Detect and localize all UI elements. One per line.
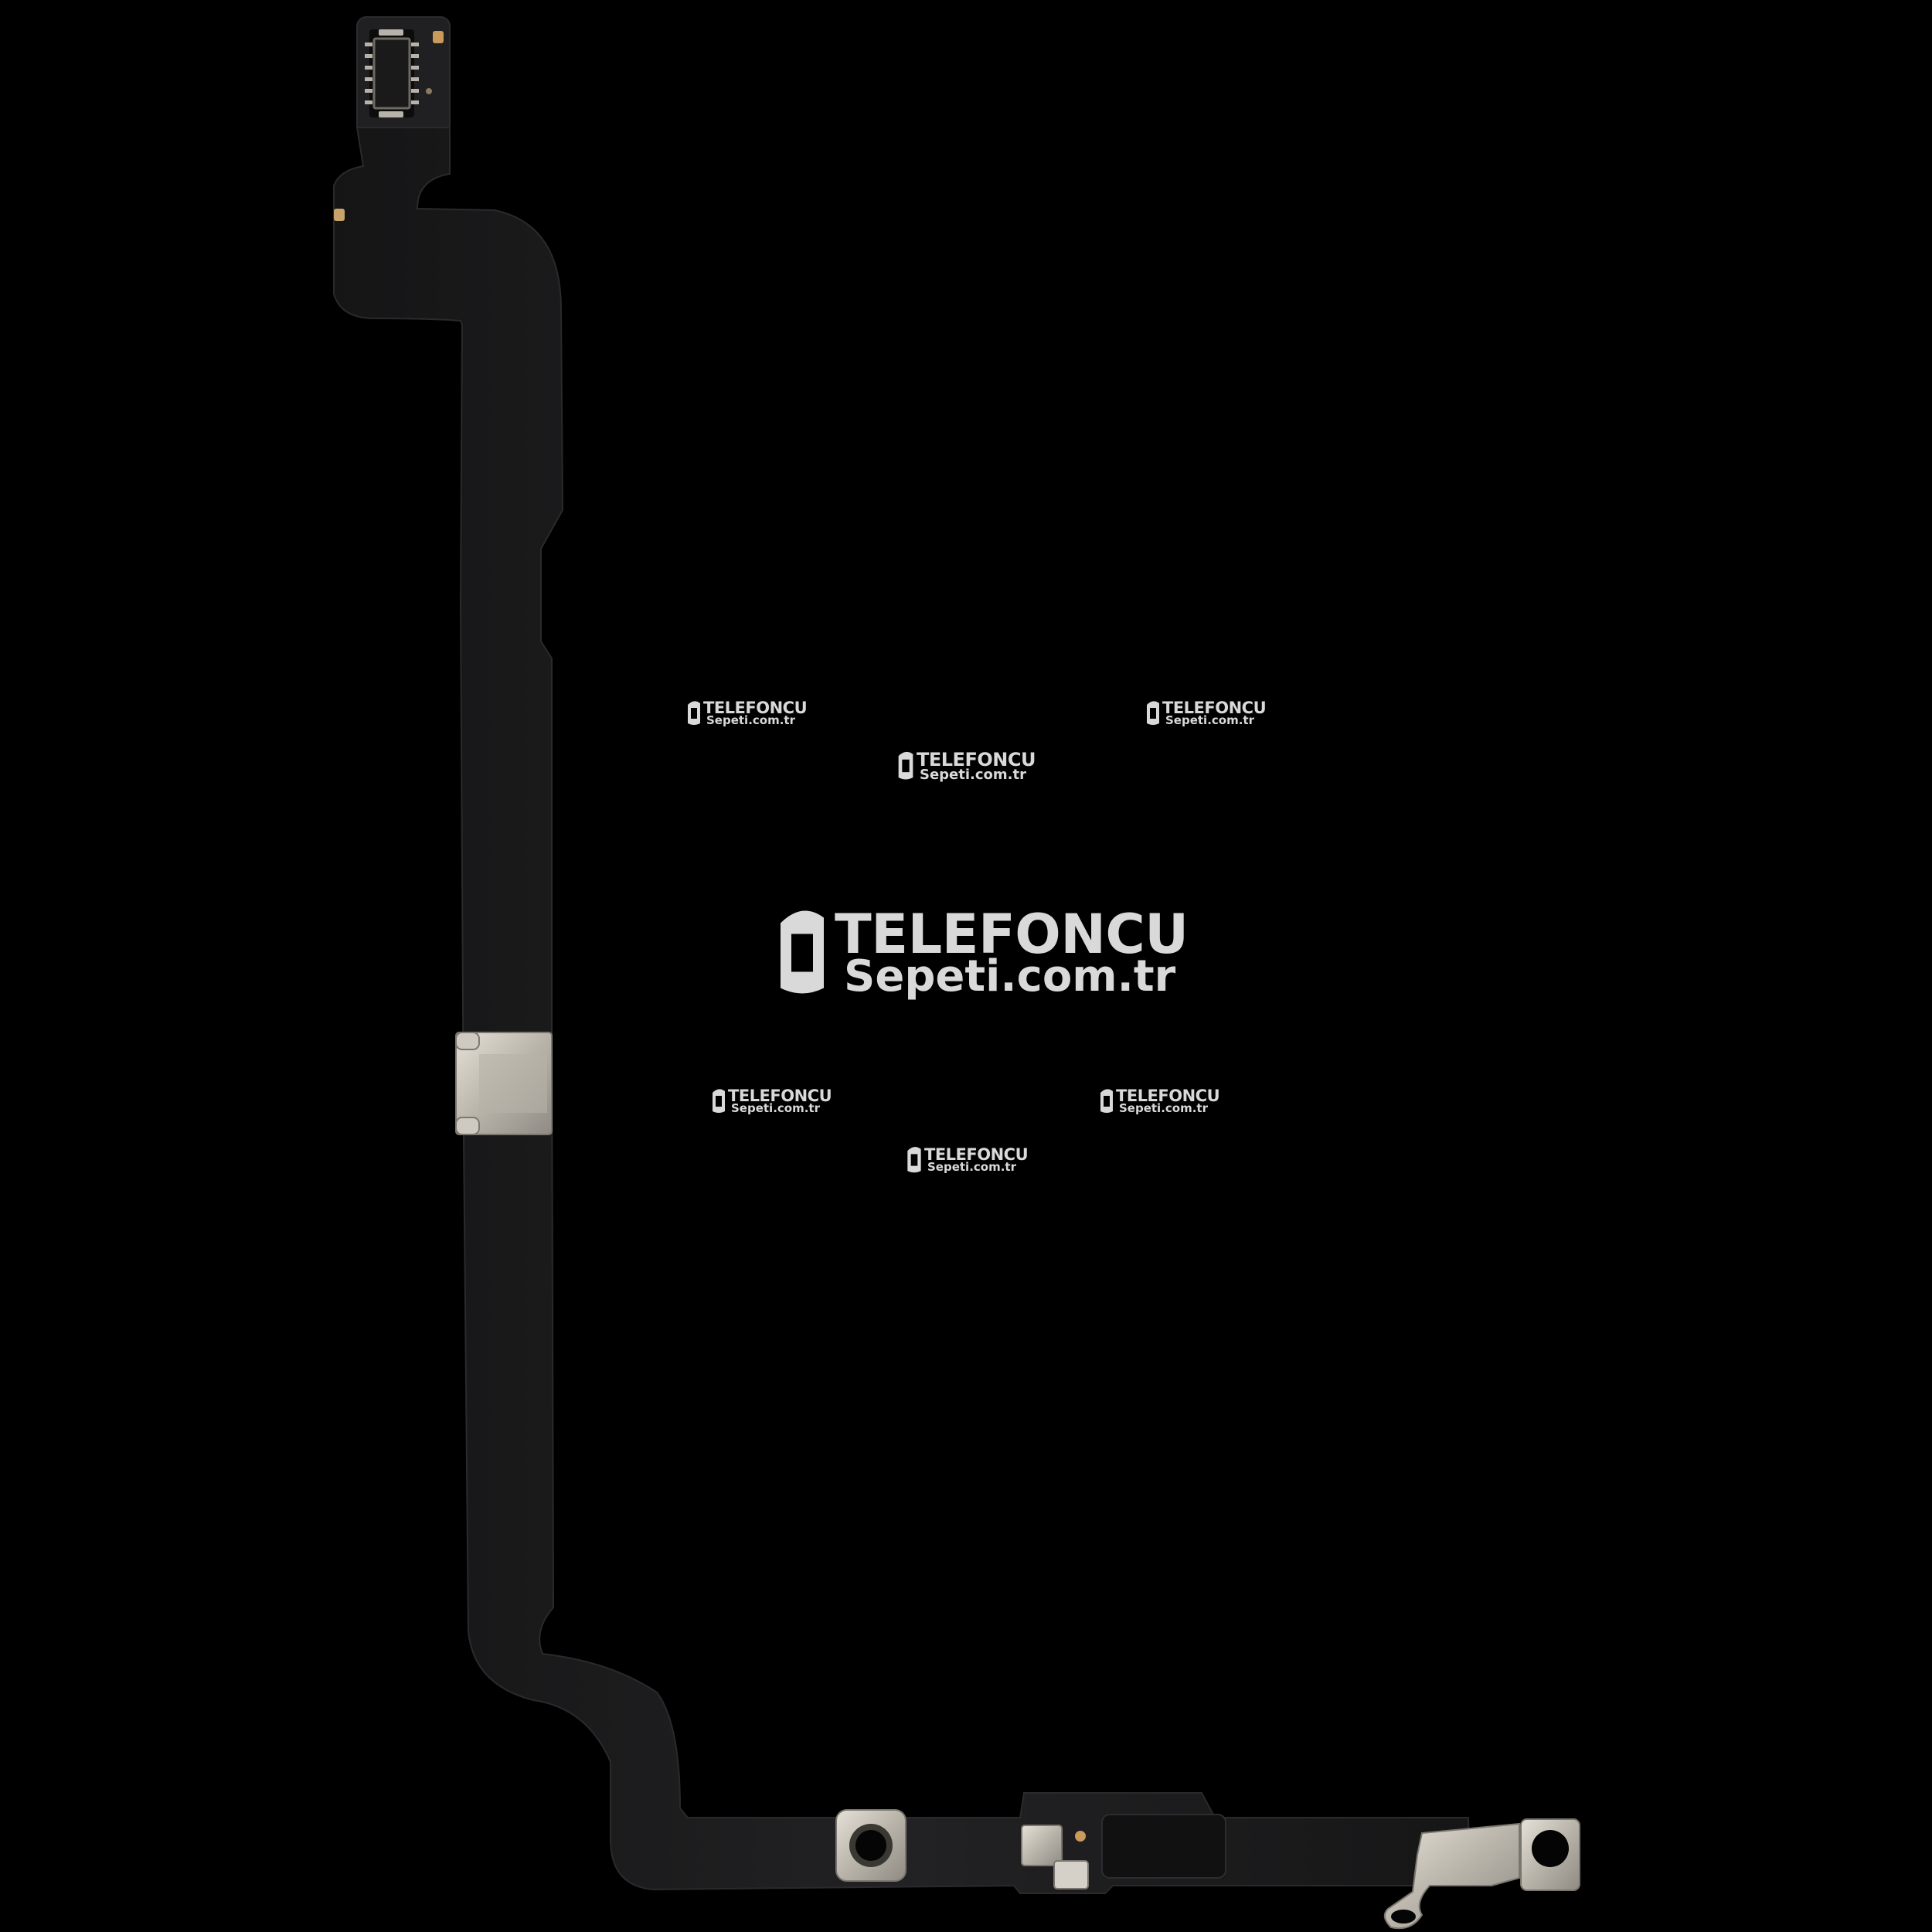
phone-leaf-icon: [898, 751, 913, 780]
mounting-ring-left: [835, 1809, 906, 1882]
shield-pad: [1101, 1814, 1226, 1879]
cable-body: [333, 127, 1471, 1894]
watermark-brand: TELEFONCU: [703, 699, 808, 717]
watermark-domain: Sepeti.com.tr: [731, 1101, 820, 1115]
watermark-brand: TELEFONCU: [728, 1087, 832, 1105]
watermark-domain: Sepeti.com.tr: [1119, 1101, 1208, 1115]
phone-leaf-icon: [1100, 1089, 1113, 1113]
watermark-domain: Sepeti.com.tr: [706, 713, 795, 727]
mounting-bracket-right: [1383, 1818, 1580, 1930]
gold-contact: [334, 209, 345, 221]
board-connector: [356, 16, 451, 135]
watermark-domain: Sepeti.com.tr: [927, 1160, 1016, 1174]
phone-leaf-icon: [907, 1147, 921, 1173]
phone-leaf-icon: [1147, 701, 1159, 725]
phone-leaf-icon: [781, 910, 824, 994]
watermark-domain: Sepeti.com.tr: [920, 766, 1026, 783]
antenna-contact: [1021, 1825, 1089, 1889]
watermark-domain: Sepeti.com.tr: [1165, 713, 1254, 727]
watermark-brand: TELEFONCU: [924, 1145, 1029, 1164]
watermark-brand: TELEFONCU: [835, 903, 1189, 966]
metal-clip: [455, 1032, 553, 1135]
watermark-brand: TELEFONCU: [1162, 699, 1267, 717]
phone-leaf-icon: [688, 701, 700, 725]
watermark-brand: TELEFONCU: [917, 748, 1036, 770]
watermark-domain: Sepeti.com.tr: [844, 951, 1176, 1002]
phone-leaf-icon: [713, 1089, 725, 1113]
watermark-brand: TELEFONCU: [1116, 1087, 1220, 1105]
